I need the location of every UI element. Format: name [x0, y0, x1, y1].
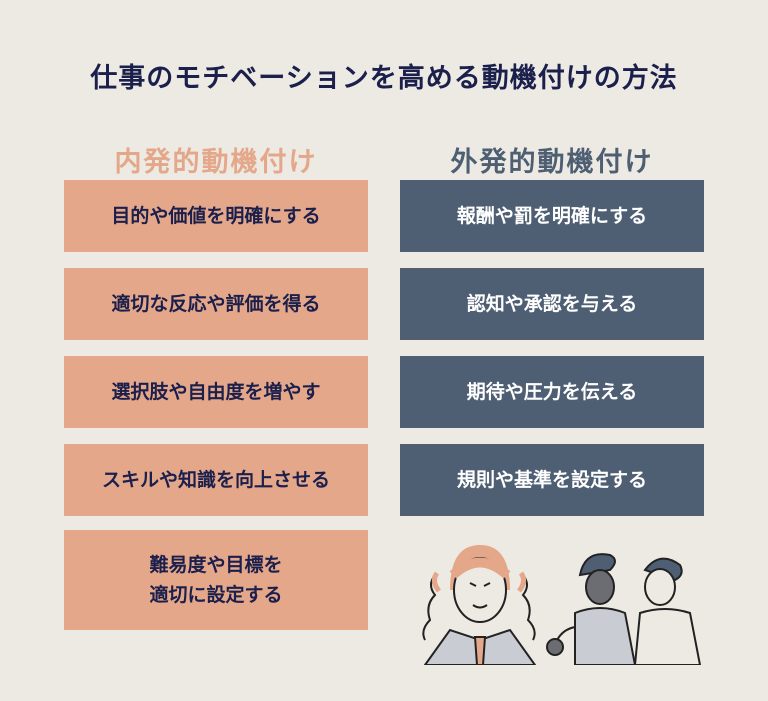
item-label: 適切な反応や評価を得る	[111, 292, 321, 315]
intrinsic-item: 選択肢や自由度を増やす	[64, 356, 368, 428]
extrinsic-item: 期待や圧力を伝える	[400, 356, 704, 428]
item-label: 報酬や罰を明確にする	[456, 204, 648, 227]
intrinsic-item: スキルや知識を向上させる	[64, 444, 368, 516]
intrinsic-heading: 内発的動機付け	[114, 147, 318, 178]
page-title: 仕事のモチベーションを高める動機付けの方法	[90, 63, 678, 94]
extrinsic-item: 報酬や罰を明確にする	[400, 180, 704, 252]
item-label: 選択肢や自由度を増やす	[111, 380, 321, 403]
extrinsic-item: 規則や基準を設定する	[400, 444, 704, 516]
extrinsic-item: 認知や承認を与える	[400, 268, 704, 340]
people-illustration	[422, 545, 702, 665]
extrinsic-heading: 外発的動機付け	[450, 147, 654, 178]
item-label-line2: 適切に設定する	[149, 584, 283, 606]
intrinsic-item: 難易度や目標を 適切に設定する	[64, 530, 368, 630]
intrinsic-item: 適切な反応や評価を得る	[64, 268, 368, 340]
item-label: 認知や承認を与える	[466, 292, 638, 315]
two-people-talking-icon	[546, 553, 702, 665]
item-label-line1: 難易度や目標を	[149, 553, 283, 576]
item-label: 規則や基準を設定する	[456, 468, 647, 491]
item-label: 目的や価値を明確にする	[111, 204, 321, 227]
motivated-person-icon	[422, 545, 537, 665]
item-label: 期待や圧力を伝える	[466, 380, 638, 403]
item-label: スキルや知識を向上させる	[101, 468, 330, 491]
intrinsic-item: 目的や価値を明確にする	[64, 180, 368, 252]
